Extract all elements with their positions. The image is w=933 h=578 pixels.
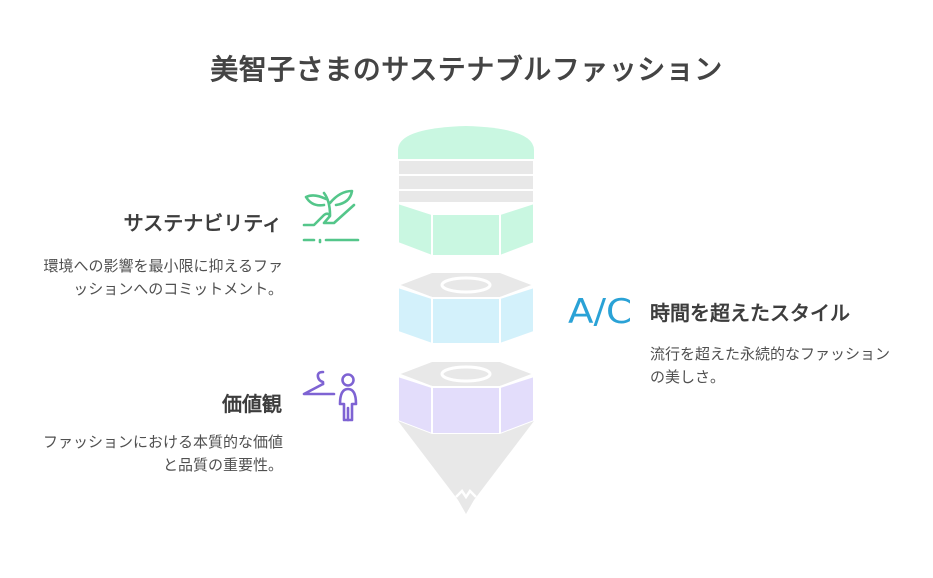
sprout-hand-icon	[302, 189, 360, 244]
timeless-style-title: 時間を超えたスタイル	[650, 301, 850, 325]
tip-cone	[398, 421, 534, 514]
ferrule-stripe-1	[397, 159, 535, 176]
segment-timeless-style	[395, 271, 537, 346]
svg-text:A/C: A/C	[568, 292, 632, 328]
segment-sustainability	[397, 126, 535, 258]
blue-body-mid	[431, 297, 501, 345]
blue-body-right	[499, 285, 535, 346]
tip-lead-edge	[455, 489, 477, 500]
values-title: 価値観	[222, 392, 282, 416]
page-title: 美智子さまのサステナブルファッション	[210, 53, 723, 86]
person-hanger-icon	[302, 370, 358, 422]
blue-top-hole	[440, 276, 492, 294]
sustainability-description: 環境への影響を最小限に抑えるファッションへのコミットメント。	[43, 257, 283, 298]
pencil-tip	[398, 421, 534, 514]
green-body-left	[397, 201, 433, 258]
green-body-mid	[431, 213, 501, 257]
eraser-cap	[398, 126, 534, 160]
purple-top-hole	[440, 365, 492, 383]
green-body-right	[499, 201, 535, 258]
blue-body-left	[397, 285, 433, 346]
segment-values	[395, 360, 537, 436]
ferrule-stripe-3	[397, 189, 535, 204]
purple-body-mid	[431, 386, 501, 435]
ferrule-stripe-2	[397, 174, 535, 191]
ac-icon: A/C	[568, 292, 632, 328]
timeless-style-description: 流行を超えた永続的なファッションの美しさ。	[650, 345, 891, 386]
values-description: ファッションにおける本質的な価値と品質の重要性。	[42, 433, 283, 474]
sustainability-title: サステナビリティ	[123, 211, 282, 235]
